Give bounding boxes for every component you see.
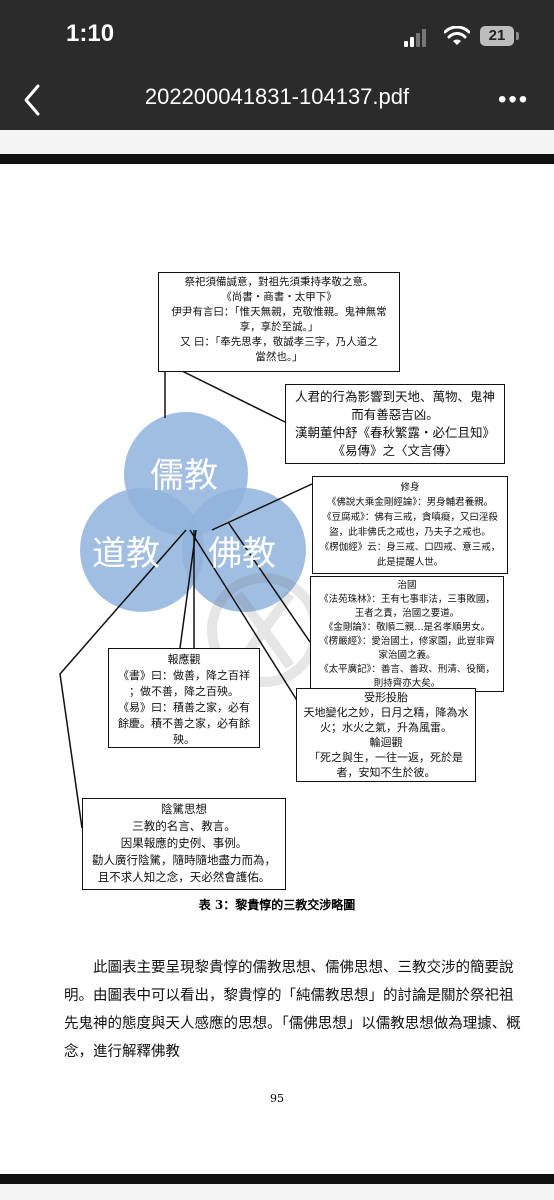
nav-bar: 202200041831-104137.pdf ••• — [0, 72, 554, 130]
circle-label-taoism: 道教 — [92, 534, 160, 574]
diagram-graphics — [59, 280, 321, 829]
box-karmic-retribution: 報應觀《書》曰：做善，降之百祥；做不善，降之百殃。《易》曰：積善之家，必有餘慶。… — [108, 648, 260, 748]
box-reincarnation: 受形投胎天地變化之妙，日月之精，降為水火；水火之氣，升為風雷。輪迴觀「死之與生，… — [296, 688, 476, 782]
battery-tip — [516, 32, 519, 40]
box-ancestor-worship: 祭祀須備誠意，對祖先須秉持孝敬之意。《尚書‧商書‧太甲下》伊尹有言曰：「惟天無親… — [158, 272, 400, 372]
document-title: 202200041831-104137.pdf — [144, 84, 410, 109]
status-bar: 1:10 21 — [0, 0, 554, 72]
back-chevron-icon[interactable] — [18, 82, 48, 118]
more-options-icon[interactable]: ••• — [498, 86, 530, 113]
body-paragraph: 此圖表主要呈現黎貴惇的儒教思想、儒佛思想、三教交涉的簡要說明。由圖表中可以看出，… — [64, 960, 521, 1060]
circle-taoism — [80, 488, 204, 612]
connector-lines — [59, 280, 313, 829]
status-time: 1:10 — [66, 20, 115, 47]
pdf-page: 儒教 道教 佛教 祭祀須備誠意，對祖先須秉持孝敬之意。《尚書‧商書‧太甲下》伊尹… — [0, 154, 554, 1184]
circle-buddhism — [182, 488, 306, 612]
pdf-viewer[interactable]: 儒教 道教 佛教 祭祀須備誠意，對祖先須秉持孝敬之意。《尚書‧商書‧太甲下》伊尹… — [0, 130, 554, 1200]
page-number: 95 — [270, 1092, 284, 1105]
box-self-cultivation: 修身《佛說大乘金剛經論》：男身輔君養親。《豆腐戒》：佛有三戒，貪嗔癡，又曰淫殺盜… — [312, 476, 508, 574]
wifi-icon — [444, 26, 470, 45]
circle-label-buddhism: 佛教 — [208, 534, 276, 574]
box-ruler-conduct: 人君的行為影響到天地、萬物、鬼神而有善惡吉凶。漢朝董仲舒《春秋繁露‧必仁且知》《… — [285, 384, 505, 464]
circle-label-confucianism: 儒教 — [150, 456, 218, 496]
box-governance: 治國《法苑珠林》：王有七事非法，三事敗國，王者之責，治國之要道。《金剛論》：敬順… — [310, 576, 504, 692]
cellular-signal-icon — [404, 28, 428, 47]
figure-caption: 表 3：黎貴惇的三教交涉略圖 — [198, 898, 356, 912]
box-hidden-virtue: 陰騭思想三教的名言、教言。因果報應的史例、事例。勸人廣行陰騭，隨時隨地盡力而為，… — [82, 798, 286, 890]
battery-icon: 21 — [480, 26, 514, 46]
